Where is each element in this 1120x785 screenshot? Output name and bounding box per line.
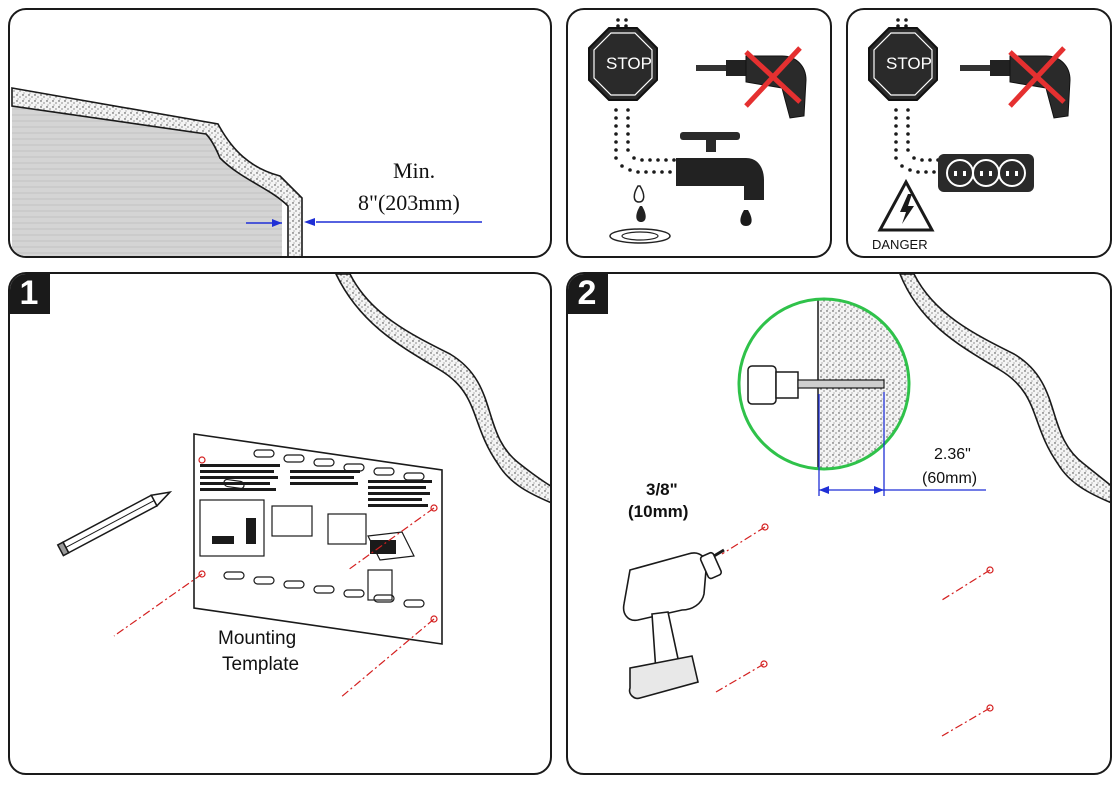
- wall-corner-edge: [899, 274, 1110, 504]
- template-label-line2: Template: [222, 654, 300, 675]
- avoid-electrical-panel: STOP DANGER: [846, 8, 1112, 258]
- high-voltage-warning-icon: [877, 178, 935, 232]
- step-2-panel: 2: [566, 272, 1112, 775]
- mounting-template-sheet: [193, 433, 443, 645]
- min-label: Min.: [393, 158, 436, 183]
- distance-label: 8"(203mm): [358, 190, 460, 215]
- hidden-wire-dots: [894, 18, 940, 174]
- stop-sign-icon: [868, 27, 938, 101]
- pencil-icon: [56, 490, 173, 557]
- stop-sign-text: STOP: [606, 54, 652, 73]
- stop-sign-text: STOP: [886, 54, 932, 73]
- step-1-panel: 1: [8, 272, 552, 775]
- drill-bit-size-in: 3/8": [646, 480, 678, 499]
- drill-guide-lines: [715, 526, 991, 737]
- stop-sign-icon: [588, 27, 658, 101]
- template-label-line1: Mounting: [218, 628, 297, 649]
- drill-bit-size-mm: (10mm): [628, 502, 689, 521]
- drill-depth-mm: (60mm): [922, 470, 978, 487]
- drill-hole-marks: [760, 523, 994, 712]
- min-distance-panel: Min. 8"(203mm): [8, 8, 552, 258]
- avoid-water-pipes-panel: STOP: [566, 8, 832, 258]
- depth-dimension: [818, 392, 986, 496]
- step-number-badge: 1: [10, 274, 50, 314]
- power-outlet-icon: [938, 154, 1034, 192]
- wall-corner-edge: [11, 87, 303, 256]
- drill-depth-in: 2.36": [934, 446, 971, 463]
- wall-face: [12, 105, 282, 256]
- drill-crossed-icon: [960, 46, 1071, 119]
- wall-edge-illustration: [11, 87, 482, 256]
- step-number-badge: 2: [568, 274, 608, 314]
- drill-crossed-icon: [696, 46, 807, 119]
- water-faucet-icon: [676, 132, 764, 226]
- water-drops-icon: [609, 185, 671, 244]
- wall-corner-edge: [335, 274, 550, 504]
- hidden-pipe-dots: [614, 18, 676, 174]
- marking-guide-lines: [113, 507, 435, 699]
- drill-depth-zoom-view: [737, 297, 911, 471]
- danger-label: DANGER: [872, 237, 928, 252]
- cordless-drill-icon: [622, 548, 725, 700]
